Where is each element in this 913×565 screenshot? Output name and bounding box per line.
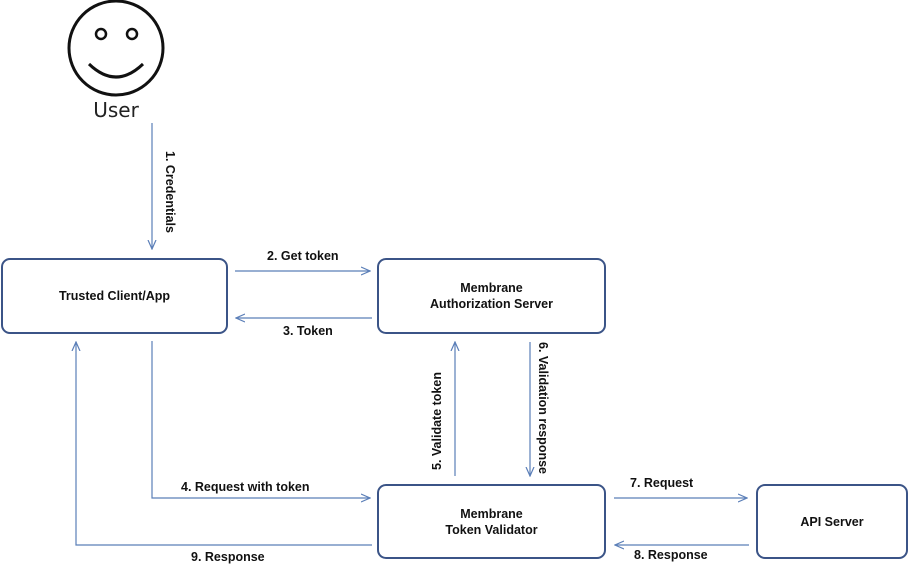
node-api-server-label: API Server [800, 514, 864, 529]
user-label: User [93, 98, 139, 122]
node-token-validator-line2: Token Validator [445, 522, 538, 537]
edge-validate-token-label: 5. Validate token [430, 372, 444, 470]
edge-credentials-label: 1. Credentials [163, 151, 177, 233]
node-authorization-server-line1: Membrane [460, 281, 523, 295]
edge-request-with-token-arrow [151, 341, 370, 498]
node-authorization-server: Membrane Authorization Server [377, 258, 606, 334]
node-token-validator: Membrane Token Validator [377, 484, 606, 559]
edge-get-token-label: 2. Get token [267, 249, 339, 263]
edge-response-label: 9. Response [191, 550, 265, 564]
edge-response-arrow [76, 342, 372, 546]
node-token-validator-line1: Membrane [460, 506, 523, 521]
node-trusted-client-label: Trusted Client/App [58, 289, 171, 303]
edge-request-with-token-label: 4. Request with token [181, 480, 310, 494]
node-trusted-client: Trusted Client/App [1, 258, 228, 334]
node-authorization-server-line2: Authorization Server [430, 297, 553, 311]
user-smiley-icon [67, 0, 165, 97]
edge-validation-response-label: 6. Validation response [536, 342, 550, 474]
edge-token-label: 3. Token [283, 324, 333, 338]
node-api-server: API Server [756, 484, 908, 559]
edge-request-label: 7. Request [630, 476, 694, 490]
edge-api-response-label: 8. Response [634, 548, 708, 562]
